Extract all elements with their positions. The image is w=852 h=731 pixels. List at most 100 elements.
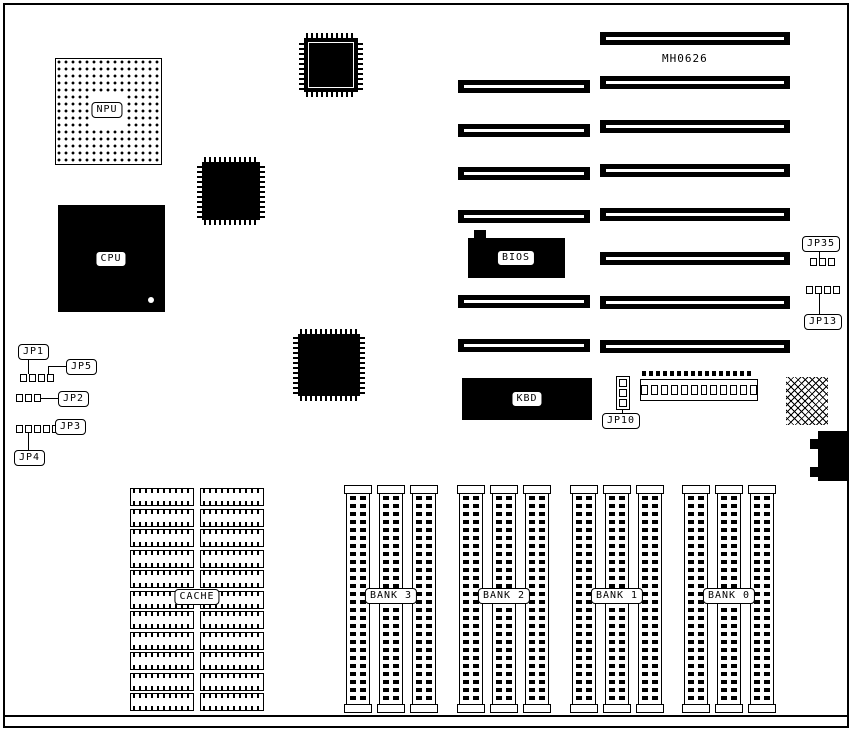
jumper-pin — [16, 394, 23, 402]
cache-socket — [200, 652, 264, 670]
bank-label: BANK 1 — [590, 588, 644, 604]
header-pad — [740, 385, 748, 395]
jp2-pins — [16, 394, 41, 402]
header-pad — [700, 385, 708, 395]
bios-notch — [474, 230, 486, 240]
cache-socket — [200, 529, 264, 547]
cache-socket — [130, 570, 194, 588]
jp35-pins — [810, 258, 835, 266]
bios-label: BIOS — [496, 250, 536, 266]
jumper-pin — [38, 374, 45, 382]
jumper-label-jp5: JP5 — [66, 359, 98, 375]
npu-socket — [55, 58, 162, 165]
isa-slot — [458, 80, 590, 93]
cache-socket — [130, 632, 194, 650]
header-pad — [720, 385, 728, 395]
jumper-label-jp1: JP1 — [18, 344, 50, 360]
crosshatch-pad — [786, 377, 828, 425]
header-pin — [677, 371, 681, 376]
cache-socket — [200, 611, 264, 629]
qfp-pins — [306, 33, 356, 38]
header-pin — [663, 371, 667, 376]
jumper-pin — [619, 379, 627, 387]
npu-label: NPU — [91, 102, 123, 118]
header-pad — [710, 385, 718, 395]
jumper-pin — [29, 374, 36, 382]
header-pin — [726, 371, 730, 376]
qfp-chip-mid — [197, 157, 265, 225]
jp10-pins — [616, 376, 630, 410]
header-pin — [649, 371, 653, 376]
header-pin — [698, 371, 702, 376]
leader-line — [28, 433, 29, 450]
jumper-label-jp35: JP35 — [802, 236, 841, 252]
bank-label: BANK 3 — [364, 588, 418, 604]
isa-slot — [600, 164, 790, 177]
qfp-chip-top — [299, 33, 363, 97]
jumper-label-jp3: JP3 — [55, 419, 87, 435]
isa-slot — [600, 296, 790, 309]
cache-socket — [200, 693, 264, 711]
header-pad — [650, 385, 658, 395]
cache-socket — [200, 632, 264, 650]
bank-label: BANK 2 — [477, 588, 531, 604]
jumper-pin — [806, 286, 813, 294]
qfp-body — [298, 334, 360, 396]
header-pad — [680, 385, 688, 395]
jumper-pin — [34, 394, 41, 402]
leader-line — [48, 366, 66, 367]
header-pad — [660, 385, 668, 395]
simm-socket — [457, 485, 485, 713]
cpu-pin1-dot — [148, 297, 154, 303]
isa-slot — [600, 76, 790, 89]
simm-socket — [636, 485, 664, 713]
simm-socket — [682, 485, 710, 713]
leader-line — [819, 294, 820, 314]
jumper-pin — [819, 258, 826, 266]
jumper-pin — [25, 425, 32, 433]
jumper-pin — [20, 374, 27, 382]
jumper-label-jp10: JP10 — [602, 413, 641, 429]
jumper-label-jp4: JP4 — [14, 450, 46, 466]
qfp-pins — [300, 396, 358, 401]
jumper-pin — [43, 425, 50, 433]
cache-socket — [200, 488, 264, 506]
simm-socket — [523, 485, 551, 713]
jumper-pin — [16, 425, 23, 433]
simm-socket — [748, 485, 776, 713]
jumper-pin — [833, 286, 840, 294]
jumper-pin — [619, 399, 627, 407]
header-pin — [740, 371, 744, 376]
pin-header-top-row — [642, 371, 751, 376]
leader-line — [48, 366, 49, 378]
qfp-pins — [204, 157, 258, 162]
cache-socket — [130, 611, 194, 629]
cache-socket — [130, 673, 194, 691]
din-connector — [818, 431, 848, 481]
pin-header — [640, 379, 758, 401]
leader-line — [37, 398, 58, 399]
qfp-pins — [260, 164, 265, 218]
header-pad — [730, 385, 738, 395]
jumper-pin — [25, 394, 32, 402]
cache-socket — [130, 693, 194, 711]
jumper-label-jp13: JP13 — [804, 314, 843, 330]
isa-slot — [600, 208, 790, 221]
isa-slot — [458, 210, 590, 223]
board-outline — [3, 3, 849, 728]
simm-socket — [410, 485, 438, 713]
header-pin — [656, 371, 660, 376]
qfp-pins — [197, 164, 202, 218]
cache-socket — [200, 550, 264, 568]
jp1-pins — [20, 374, 54, 382]
qfp-chip-lower — [293, 329, 365, 401]
jumper-pin — [47, 374, 54, 382]
jumper-pin — [34, 425, 41, 433]
din-connector-stub — [810, 439, 819, 449]
isa-slot — [458, 295, 590, 308]
part-number: MH0626 — [662, 52, 708, 65]
cache-socket — [130, 488, 194, 506]
header-pin — [747, 371, 751, 376]
isa-slot — [600, 340, 790, 353]
cache-socket — [200, 673, 264, 691]
